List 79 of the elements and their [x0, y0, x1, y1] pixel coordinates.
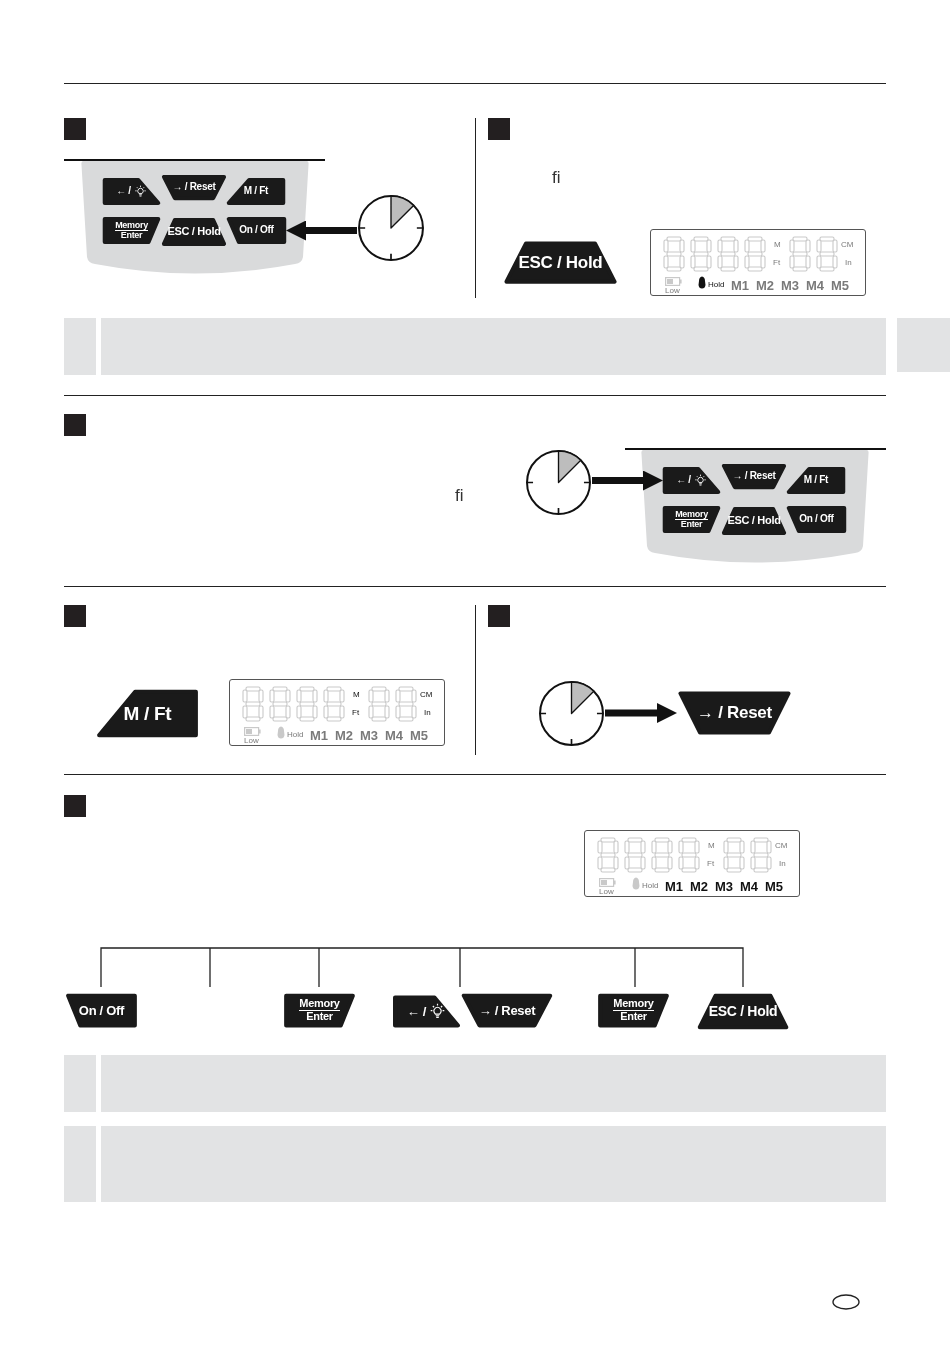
- lcd-display: [650, 229, 866, 296]
- key-label: ← /: [676, 475, 691, 486]
- key-label: Enter: [620, 1011, 647, 1023]
- battery-label: Low: [599, 888, 614, 896]
- key-label: → / Reset: [478, 1003, 536, 1018]
- clock-icon: [357, 194, 425, 262]
- unit-indicator: CM: [420, 691, 433, 699]
- text-fragment: fi: [455, 487, 464, 504]
- key-label: On / Off: [78, 1003, 125, 1018]
- keypad-key: [697, 993, 789, 1030]
- key-label: ← /: [116, 186, 131, 197]
- keypad-key: [787, 506, 846, 533]
- keypad-key: [677, 690, 792, 736]
- memory-indicator: M2: [690, 880, 709, 893]
- key-label: Memory: [115, 220, 148, 231]
- key-label: ESC / Hold: [518, 253, 603, 272]
- key-label: ← /: [406, 1004, 427, 1019]
- key-label: Enter: [120, 231, 143, 241]
- unit-indicator: CM: [841, 241, 854, 249]
- key-label: Memory: [613, 998, 654, 1011]
- key-label: Memory: [675, 509, 708, 520]
- unit-indicator: M: [353, 691, 360, 699]
- key-label: On / Off: [799, 514, 834, 525]
- memory-indicator: M3: [715, 880, 734, 893]
- memory-indicator: M3: [781, 279, 800, 292]
- memory-indicator: M4: [806, 279, 825, 292]
- unit-indicator: CM: [775, 842, 788, 850]
- keypad-key: [598, 993, 669, 1028]
- memory-indicator: M5: [765, 880, 784, 893]
- memory-indicator: M2: [335, 729, 354, 742]
- hold-indicator: Hold: [642, 882, 659, 890]
- unit-indicator: In: [424, 709, 431, 717]
- key-label: Memory: [299, 998, 340, 1011]
- key-label: Enter: [680, 520, 703, 530]
- memory-indicator: M2: [756, 279, 775, 292]
- key-label: → / Reset: [172, 182, 216, 193]
- key-label: M / Ft: [243, 186, 269, 197]
- memory-indicator: M4: [740, 880, 759, 893]
- text-fragment: fi: [552, 169, 561, 186]
- keypad-key: [227, 217, 286, 244]
- keypad-key: [103, 217, 160, 244]
- key-label: M / Ft: [803, 475, 829, 486]
- memory-indicator: M5: [410, 729, 429, 742]
- lcd-display: [584, 830, 800, 897]
- keypad-key: [96, 688, 199, 739]
- memory-indicator: M3: [360, 729, 379, 742]
- keypad-key: [284, 993, 355, 1028]
- hold-indicator: Hold: [287, 731, 304, 739]
- memory-indicator: M1: [731, 279, 750, 292]
- keypad-key: [663, 506, 720, 533]
- unit-indicator: Ft: [707, 860, 715, 868]
- key-label: ESC / Hold: [708, 1004, 778, 1019]
- memory-indicator: M5: [831, 279, 850, 292]
- keypad-key: [503, 240, 618, 285]
- memory-indicator: M4: [385, 729, 404, 742]
- lcd-display: [229, 679, 445, 746]
- clock-icon: [525, 449, 592, 516]
- unit-indicator: Ft: [773, 259, 781, 267]
- key-label: M / Ft: [123, 703, 172, 724]
- keypad-key: [393, 995, 460, 1028]
- memory-indicator: M1: [665, 880, 684, 893]
- unit-indicator: M: [774, 241, 781, 249]
- key-label: → / Reset: [732, 471, 776, 482]
- key-label: Enter: [306, 1011, 333, 1023]
- keypad-key: [66, 993, 137, 1028]
- unit-indicator: In: [845, 259, 852, 267]
- battery-label: Low: [665, 287, 680, 295]
- keypad-key: [461, 993, 553, 1028]
- key-label: ESC / Hold: [167, 226, 221, 238]
- memory-indicator: M1: [310, 729, 329, 742]
- clock-icon: [538, 680, 605, 747]
- unit-indicator: In: [779, 860, 786, 868]
- key-label: → / Reset: [697, 704, 772, 722]
- hold-indicator: Hold: [708, 281, 725, 289]
- unit-indicator: M: [708, 842, 715, 850]
- battery-label: Low: [244, 737, 259, 745]
- key-label: On / Off: [239, 225, 274, 236]
- key-label: ESC / Hold: [727, 515, 781, 527]
- unit-indicator: Ft: [352, 709, 360, 717]
